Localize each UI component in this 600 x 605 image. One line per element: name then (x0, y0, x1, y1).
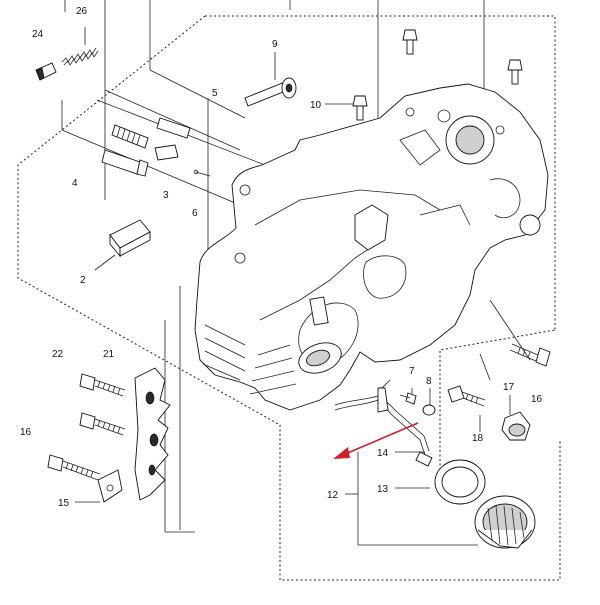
label-5: 5 (212, 88, 218, 99)
part-8-plug (422, 404, 436, 416)
label-2: 2 (80, 275, 86, 286)
part-5-stud (111, 117, 191, 149)
label-10: 10 (310, 100, 322, 111)
part-15-clip (97, 469, 123, 503)
label-4: 4 (72, 178, 78, 189)
part-9-pin (244, 77, 297, 107)
label-21: 21 (103, 349, 115, 360)
label-16-right: 16 (531, 394, 543, 405)
part-26-spring (61, 47, 99, 66)
label-16-left: 16 (20, 427, 32, 438)
crankcase-housing (194, 83, 549, 411)
label-7: 7 (409, 366, 415, 377)
label-15: 15 (58, 498, 70, 509)
label-24: 24 (32, 29, 44, 40)
label-18: 18 (472, 433, 484, 444)
label-22: 22 (52, 349, 64, 360)
part-7-screw (399, 392, 417, 405)
label-12: 12 (327, 490, 339, 501)
part-22-screws (79, 373, 126, 436)
red-pointer-arrow (333, 422, 419, 459)
top-bolts (402, 29, 523, 85)
part-13-seal-ring (434, 459, 486, 505)
label-26: 26 (76, 6, 88, 17)
dashed-boundary (17, 15, 561, 581)
part-16-bolt-right (509, 343, 551, 367)
label-17: 17 (503, 382, 515, 393)
label-6: 6 (192, 208, 198, 219)
label-14: 14 (377, 448, 389, 459)
part-21-bumper-spike (134, 367, 171, 501)
part-18-bolt (447, 385, 486, 407)
part-10-bolt (352, 95, 368, 121)
part-14-filter (415, 451, 433, 467)
part-17-fitting (501, 411, 531, 441)
part-2-block (109, 219, 151, 258)
label-8: 8 (426, 376, 432, 387)
callout-labels: 24 26 9 5 10 4 3 6 2 22 21 7 8 17 16 18 … (20, 6, 543, 509)
part-4-stud (101, 144, 179, 177)
part-16-screw-left (47, 454, 101, 481)
fuel-line (334, 387, 430, 456)
label-13: 13 (377, 484, 389, 495)
part-12-fuel-cap (474, 495, 536, 549)
part-6-pin (193, 169, 211, 177)
label-3: 3 (163, 190, 169, 201)
label-9: 9 (272, 39, 278, 50)
part-24-clip (35, 62, 57, 81)
